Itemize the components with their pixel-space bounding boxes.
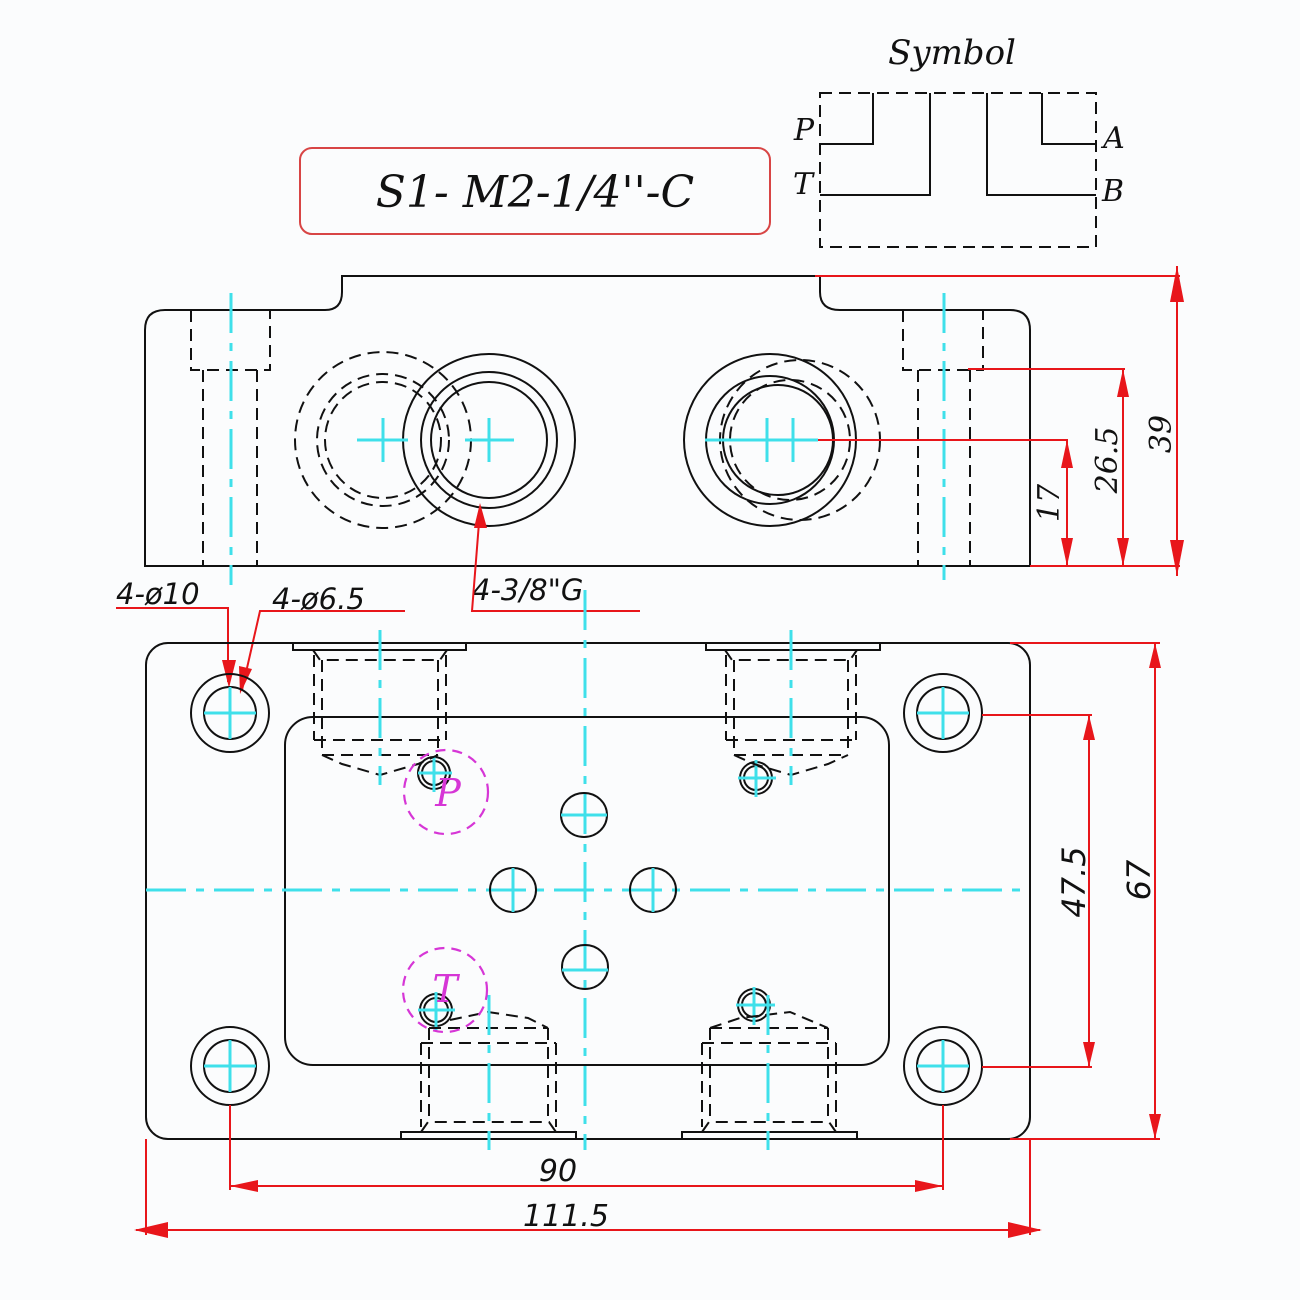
port-marker-p-label: P: [434, 771, 462, 815]
symbol-port-p: P: [793, 113, 815, 148]
top-view-dimensions: 47.5 67 90 111.5: [134, 642, 1161, 1238]
valve-hole-left: [489, 867, 537, 913]
threaded-port-bottom-left: [400, 995, 577, 1150]
dim-17: 17: [1032, 483, 1067, 522]
small-port-top-right: [738, 760, 776, 797]
port-marker-t-label: T: [432, 967, 460, 1011]
top-view: P T: [145, 590, 1031, 1150]
valve-hole-right: [629, 867, 677, 913]
port-marker-p: P: [402, 748, 490, 836]
valve-hole-top: [560, 792, 608, 838]
model-code-border: [299, 147, 771, 235]
symbol-line-b: [986, 93, 1096, 196]
symbol-envelope: [819, 92, 1097, 248]
dim-39: 39: [1144, 415, 1179, 453]
bolt-hole-bottom-left: [190, 1026, 270, 1106]
threaded-port-top-left: [292, 630, 467, 785]
callout-thread: 4-3/8"G: [472, 573, 583, 607]
bolt-hole-top-left: [190, 673, 270, 753]
dim-67: 67: [1120, 859, 1158, 900]
front-view: [144, 275, 1031, 585]
model-code-box: S1- M2-1/4''-C: [299, 147, 771, 235]
dim-47-5: 47.5: [1055, 846, 1093, 917]
threaded-port-bottom-right: [681, 995, 858, 1150]
dim-26-5: 26.5: [1090, 427, 1125, 495]
dim-111-5: 111.5: [523, 1199, 609, 1234]
front-right-bolt-hole: [902, 293, 984, 580]
hydraulic-symbol: Symbol P T A B: [793, 33, 1125, 248]
threaded-port-top-right: [705, 630, 881, 785]
symbol-port-t: T: [793, 167, 815, 202]
front-view-outline: [144, 275, 1031, 567]
bolt-hole-top-right: [903, 673, 983, 753]
model-code-text: S1- M2-1/4''-C: [376, 167, 694, 218]
symbol-port-b: B: [1101, 174, 1124, 209]
small-port-bottom-left: [418, 992, 455, 1030]
front-left-ports: [294, 351, 576, 529]
valve-hole-bottom: [561, 944, 609, 990]
symbol-heading: Symbol: [888, 33, 1016, 73]
callout-counterbore: 4-ø10: [116, 577, 200, 611]
symbol-line-a: [1041, 93, 1096, 145]
front-left-bolt-hole: [190, 293, 271, 585]
symbol-line-p: [820, 93, 874, 145]
callouts: 4-ø10 4-ø6.5 4-3/8"G: [116, 503, 640, 694]
symbol-port-a: A: [1100, 121, 1125, 156]
front-view-dimensions: 17 26.5 39: [815, 266, 1184, 576]
symbol-line-t: [820, 93, 931, 196]
bolt-hole-bottom-right: [903, 1026, 983, 1106]
port-marker-t: T: [401, 946, 489, 1034]
dim-90: 90: [539, 1154, 577, 1189]
